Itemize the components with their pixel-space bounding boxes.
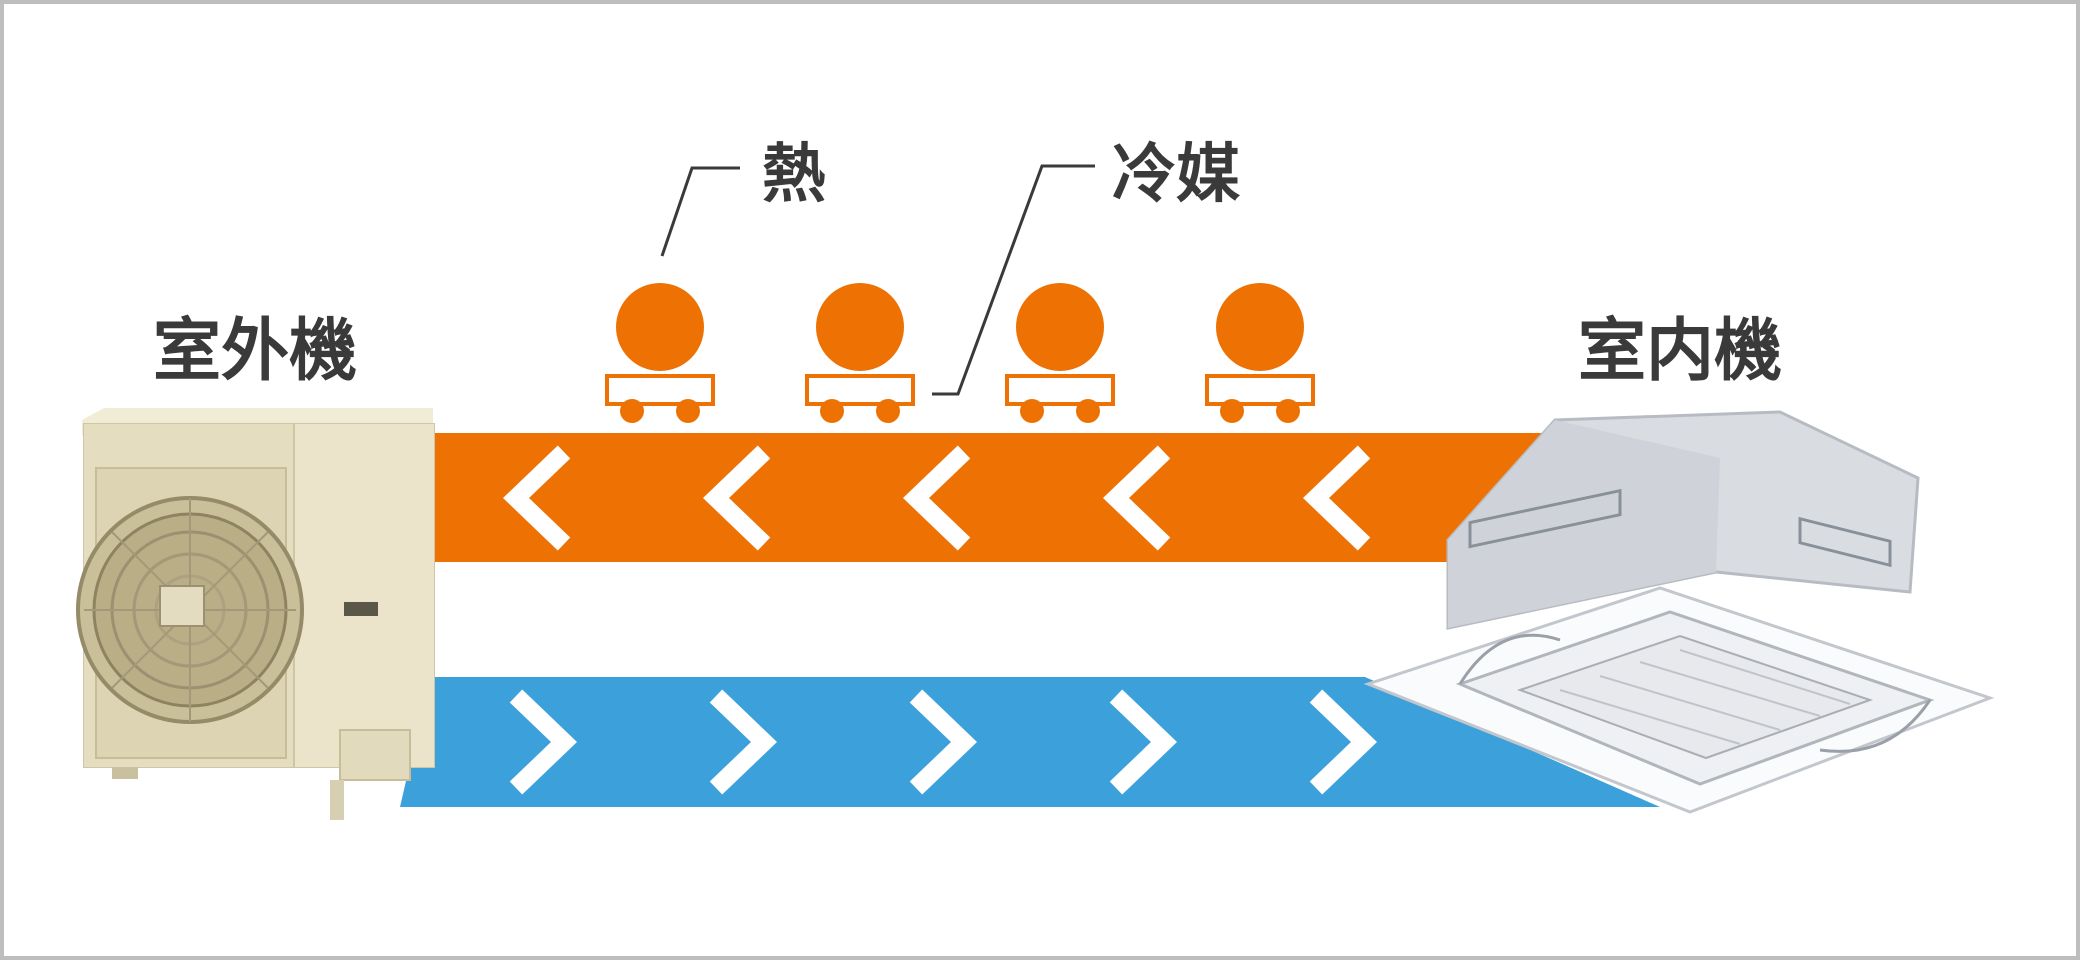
- heat-carrier: [1205, 283, 1315, 423]
- chevron-left-icon: [702, 445, 771, 551]
- indoor-cassette-icon: [1363, 410, 1995, 814]
- chevron-left-icon: [902, 445, 971, 551]
- heat-leader-line: [660, 166, 740, 257]
- cart-wheel: [620, 399, 644, 423]
- cold-flow-arrows: [509, 689, 1378, 795]
- cart-wheel: [820, 399, 844, 423]
- chevron-left-icon: [1102, 445, 1171, 551]
- cart-wheel: [1220, 399, 1244, 423]
- heat-label: 熱: [762, 138, 826, 212]
- heat-carrier: [605, 283, 715, 423]
- chevron-right-icon: [709, 689, 778, 795]
- cart-icon: [805, 374, 915, 406]
- outdoor-unit-label: 室外機: [153, 312, 357, 391]
- heat-carrier: [1005, 283, 1115, 423]
- heat-ball-icon: [616, 283, 704, 371]
- heat-ball-icon: [1216, 283, 1304, 371]
- chevron-right-icon: [1109, 689, 1178, 795]
- cart-icon: [1005, 374, 1115, 406]
- refrigerant-leader-line: [932, 164, 1095, 396]
- cart-wheel: [1020, 399, 1044, 423]
- heat-ball-icon: [816, 283, 904, 371]
- cart-wheel: [1276, 399, 1300, 423]
- chevron-left-icon: [1302, 445, 1371, 551]
- heat-carrier: [805, 283, 915, 423]
- cart-wheel: [1076, 399, 1100, 423]
- chevron-right-icon: [509, 689, 578, 795]
- chevron-right-icon: [909, 689, 978, 795]
- outdoor-unit-icon: [76, 408, 435, 820]
- cart-wheel: [676, 399, 700, 423]
- hot-flow-arrows: [502, 445, 1371, 551]
- heat-carriers: [605, 283, 1315, 423]
- cart-icon: [1205, 374, 1315, 406]
- refrigerant-label: 冷媒: [1112, 138, 1241, 212]
- heat-ball-icon: [1016, 283, 1104, 371]
- chevron-right-icon: [1309, 689, 1378, 795]
- cart-icon: [605, 374, 715, 406]
- cart-wheel: [876, 399, 900, 423]
- chevron-left-icon: [502, 445, 571, 551]
- cold-refrigerant-pipe: [400, 677, 1660, 807]
- indoor-unit-label: 室内機: [1578, 312, 1782, 391]
- hot-refrigerant-pipe: [430, 433, 1630, 562]
